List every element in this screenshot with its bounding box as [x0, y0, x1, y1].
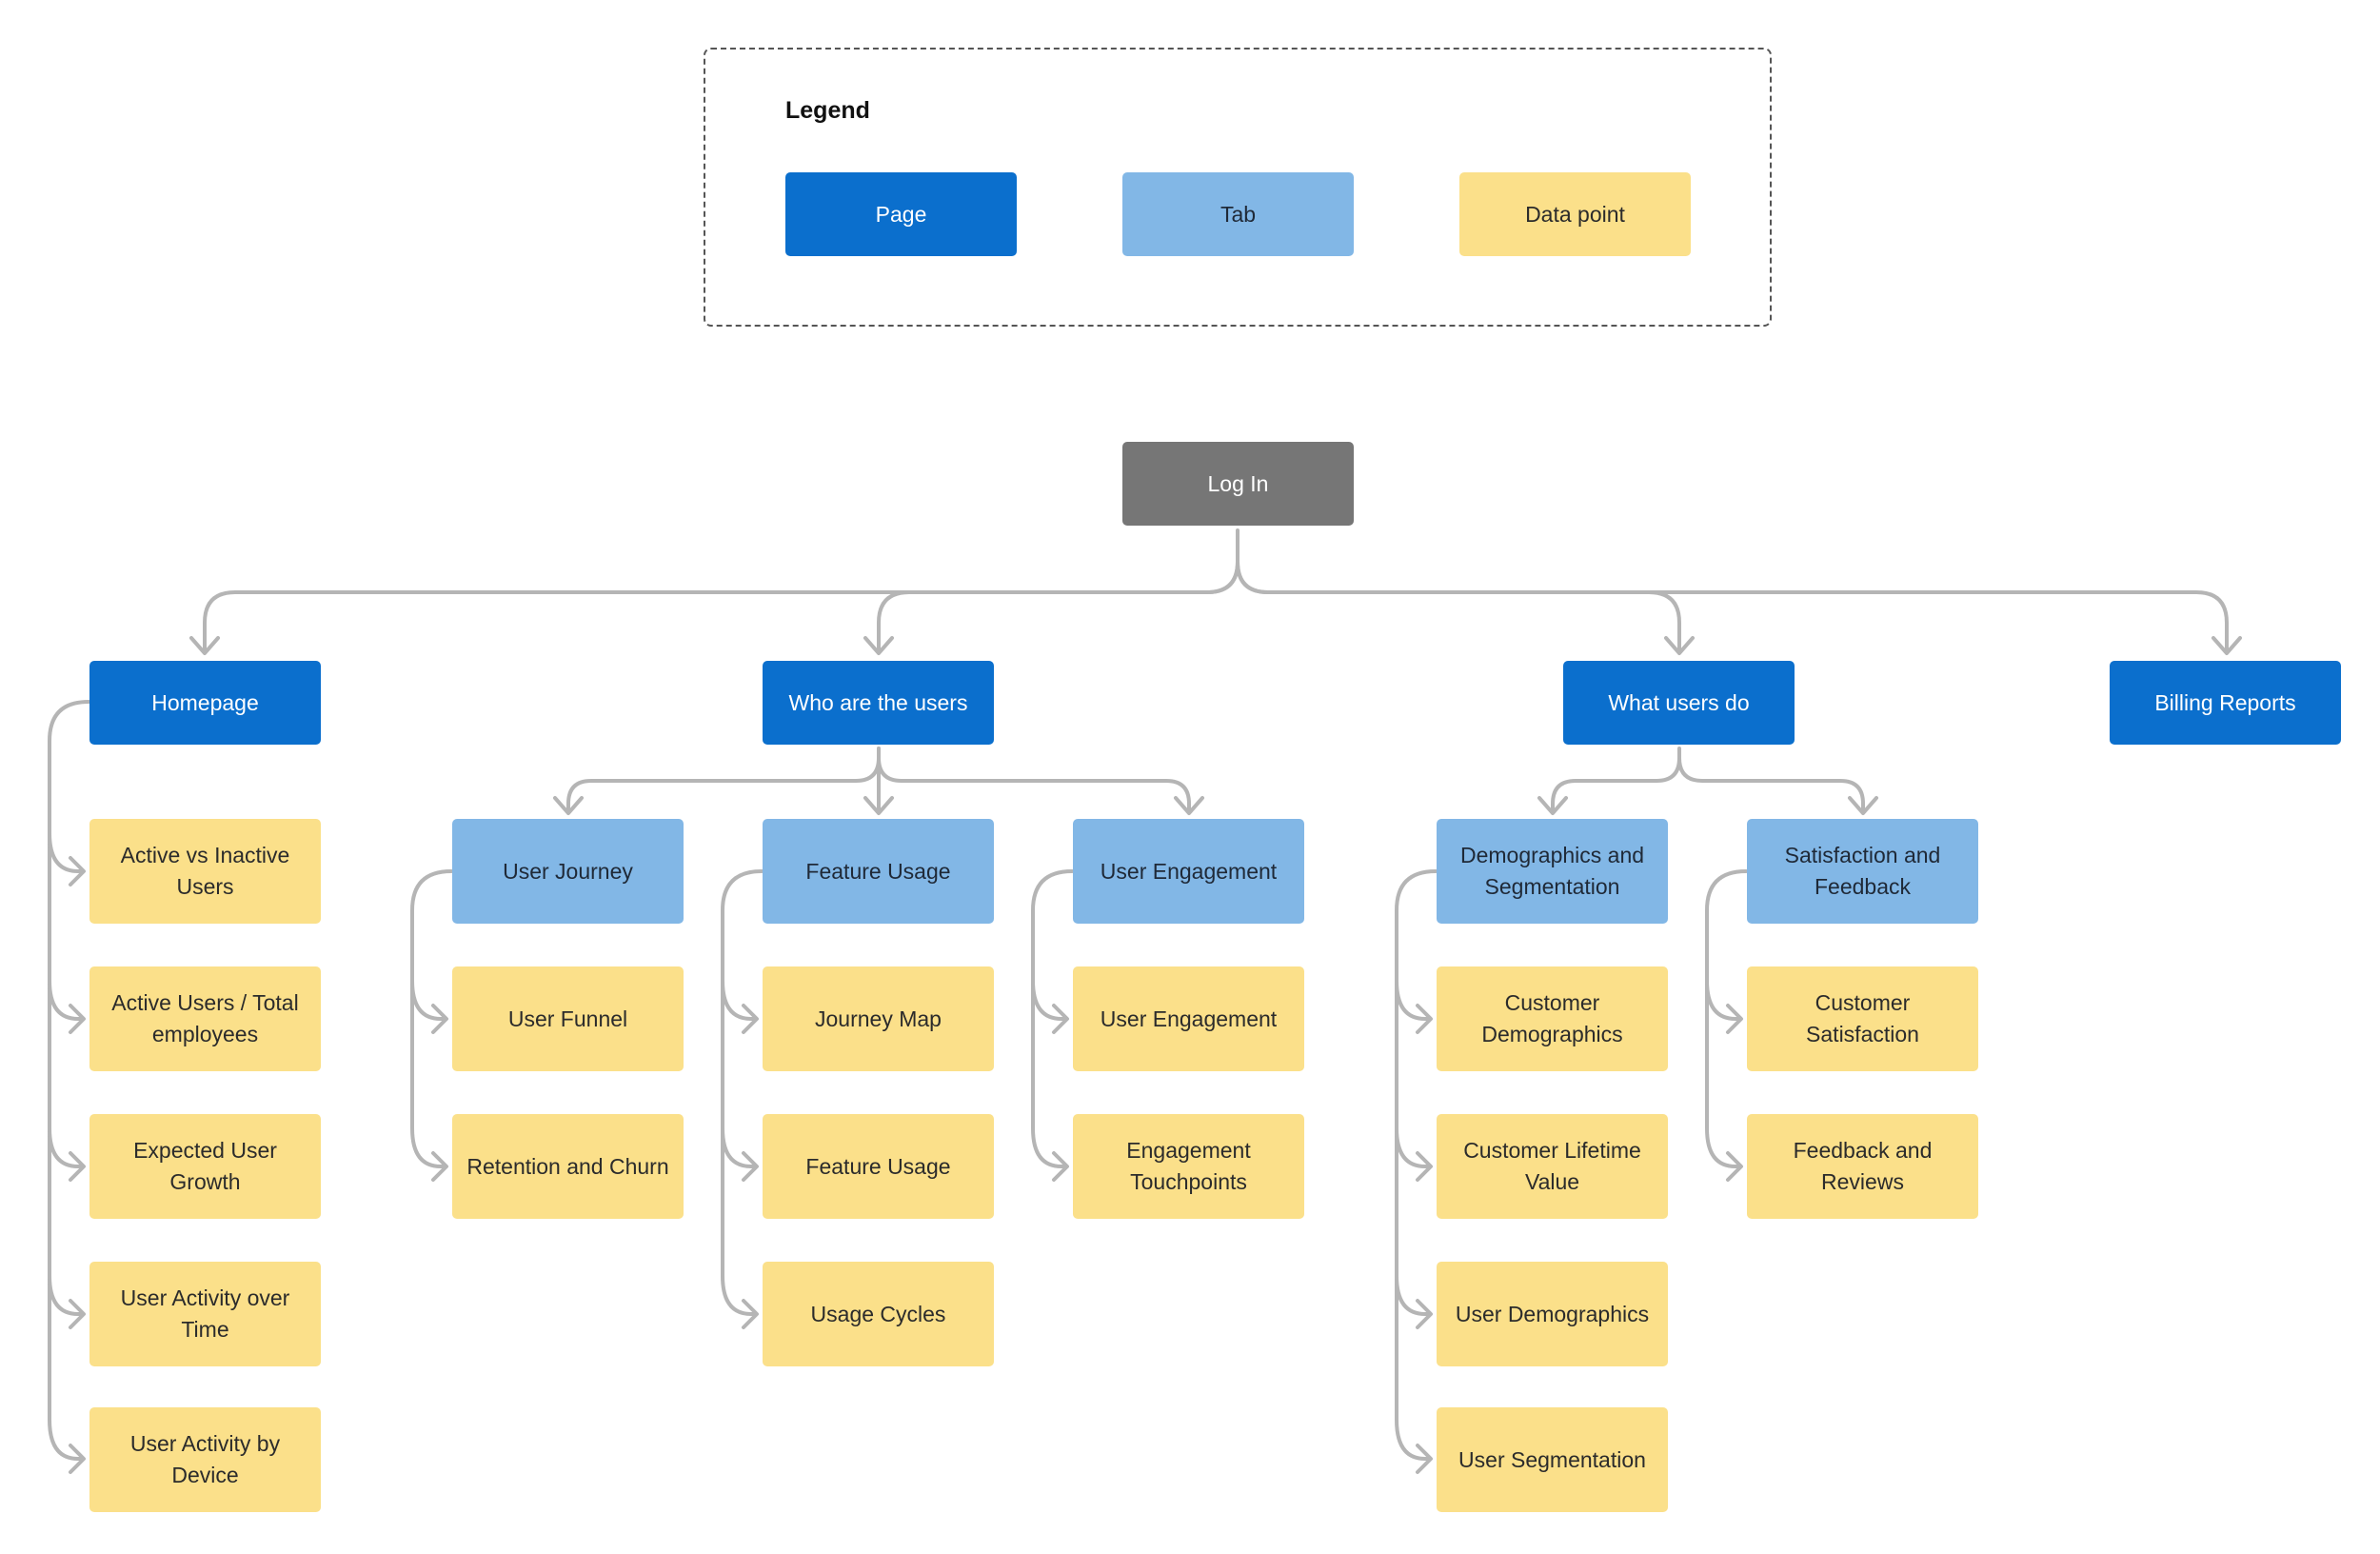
- legend-box: [704, 48, 1772, 327]
- datapoint-user-funnel[interactable]: User Funnel: [452, 966, 684, 1071]
- datapoint-retention-and-churn[interactable]: Retention and Churn: [452, 1114, 684, 1219]
- datapoint-user-activity-by-device[interactable]: User Activity by Device: [89, 1407, 321, 1512]
- datapoint-customer-lifetime-value[interactable]: Customer Lifetime Value: [1437, 1114, 1668, 1219]
- tab-user-journey[interactable]: User Journey: [452, 819, 684, 924]
- tab-satisfaction-and-feedback[interactable]: Satisfaction and Feedback: [1747, 819, 1978, 924]
- legend-title: Legend: [785, 97, 870, 124]
- datapoint-user-activity-over-time[interactable]: User Activity over Time: [89, 1262, 321, 1366]
- datapoint-customer-demographics[interactable]: Customer Demographics: [1437, 966, 1668, 1071]
- legend-page-swatch: Page: [785, 172, 1017, 256]
- datapoint-feature-usage[interactable]: Feature Usage: [763, 1114, 994, 1219]
- tab-demographics-and-segmentation[interactable]: Demographics and Segmentation: [1437, 819, 1668, 924]
- datapoint-expected-user-growth[interactable]: Expected User Growth: [89, 1114, 321, 1219]
- datapoint-user-segmentation[interactable]: User Segmentation: [1437, 1407, 1668, 1512]
- datapoint-engagement-touchpoints[interactable]: Engagement Touchpoints: [1073, 1114, 1304, 1219]
- datapoint-active-vs-inactive-users[interactable]: Active vs Inactive Users: [89, 819, 321, 924]
- datapoint-feedback-and-reviews[interactable]: Feedback and Reviews: [1747, 1114, 1978, 1219]
- datapoint-active-users-total-employees[interactable]: Active Users / Total employees: [89, 966, 321, 1071]
- legend-tab-swatch: Tab: [1122, 172, 1354, 256]
- page-homepage[interactable]: Homepage: [89, 661, 321, 745]
- legend-datapoint-swatch: Data point: [1459, 172, 1691, 256]
- datapoint-user-engagement[interactable]: User Engagement: [1073, 966, 1304, 1071]
- page-who-are-the-users[interactable]: Who are the users: [763, 661, 994, 745]
- tab-user-engagement[interactable]: User Engagement: [1073, 819, 1304, 924]
- tab-feature-usage[interactable]: Feature Usage: [763, 819, 994, 924]
- datapoint-usage-cycles[interactable]: Usage Cycles: [763, 1262, 994, 1366]
- page-what-users-do[interactable]: What users do: [1563, 661, 1795, 745]
- datapoint-customer-satisfaction[interactable]: Customer Satisfaction: [1747, 966, 1978, 1071]
- page-billing-reports[interactable]: Billing Reports: [2110, 661, 2341, 745]
- login-node[interactable]: Log In: [1122, 442, 1354, 526]
- datapoint-journey-map[interactable]: Journey Map: [763, 966, 994, 1071]
- datapoint-user-demographics[interactable]: User Demographics: [1437, 1262, 1668, 1366]
